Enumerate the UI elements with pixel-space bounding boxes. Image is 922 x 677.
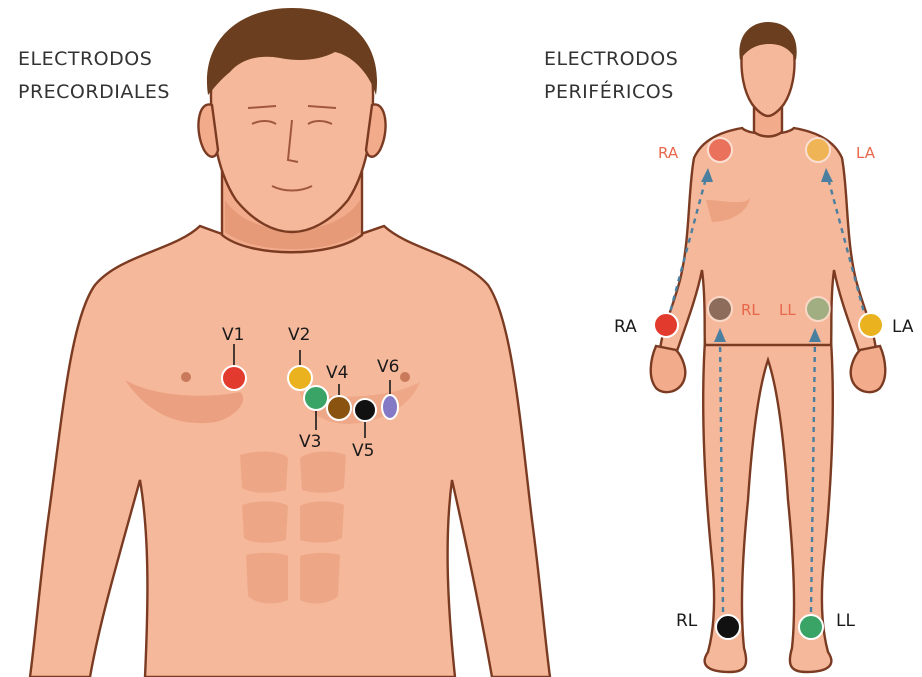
ra-shoulder-electrode [708,138,732,162]
inner-label-ra: RA [658,144,679,162]
v1-label: V1 [222,325,244,345]
outer-label-ll: LL [836,611,855,631]
v2-electrode [288,366,312,390]
left-title-line2: PRECORDIALES [18,81,170,103]
la-shoulder-electrode [806,138,830,162]
inner-label-la: LA [856,144,876,162]
outer-label-la: LA [892,317,914,337]
v5-electrode [354,399,376,421]
inner-label-rl: RL [741,301,760,319]
nipple-left [400,372,410,382]
v6-electrode [382,395,398,419]
v2-label: V2 [288,325,310,345]
right-title-line1: ELECTRODOS [544,48,678,70]
outer-label-rl: RL [676,611,698,631]
hand-right [651,346,686,392]
ll-ankle-electrode [799,615,823,639]
inner-label-ll: LL [779,301,796,319]
outer-label-ra: RA [614,317,637,337]
ra-wrist-electrode [654,313,678,337]
v5-label: V5 [352,441,374,461]
ll-hip-electrode [806,297,830,321]
left-title-line1: ELECTRODOS [18,48,152,70]
torso-body [30,226,550,677]
v6-label: V6 [377,357,399,377]
v3-label: V3 [299,432,321,452]
v4-electrode [327,396,351,420]
torso [660,128,876,354]
full-body-figure [651,22,886,672]
la-wrist-electrode [859,313,883,337]
v3-electrode [304,386,328,410]
hand-left [851,346,886,392]
v1-electrode [222,366,246,390]
nipple-right [181,372,191,382]
rl-hip-electrode [708,297,732,321]
right-title-line2: PERIFÉRICOS [544,80,674,103]
v4-label: V4 [326,363,348,383]
rl-ankle-electrode [716,615,740,639]
